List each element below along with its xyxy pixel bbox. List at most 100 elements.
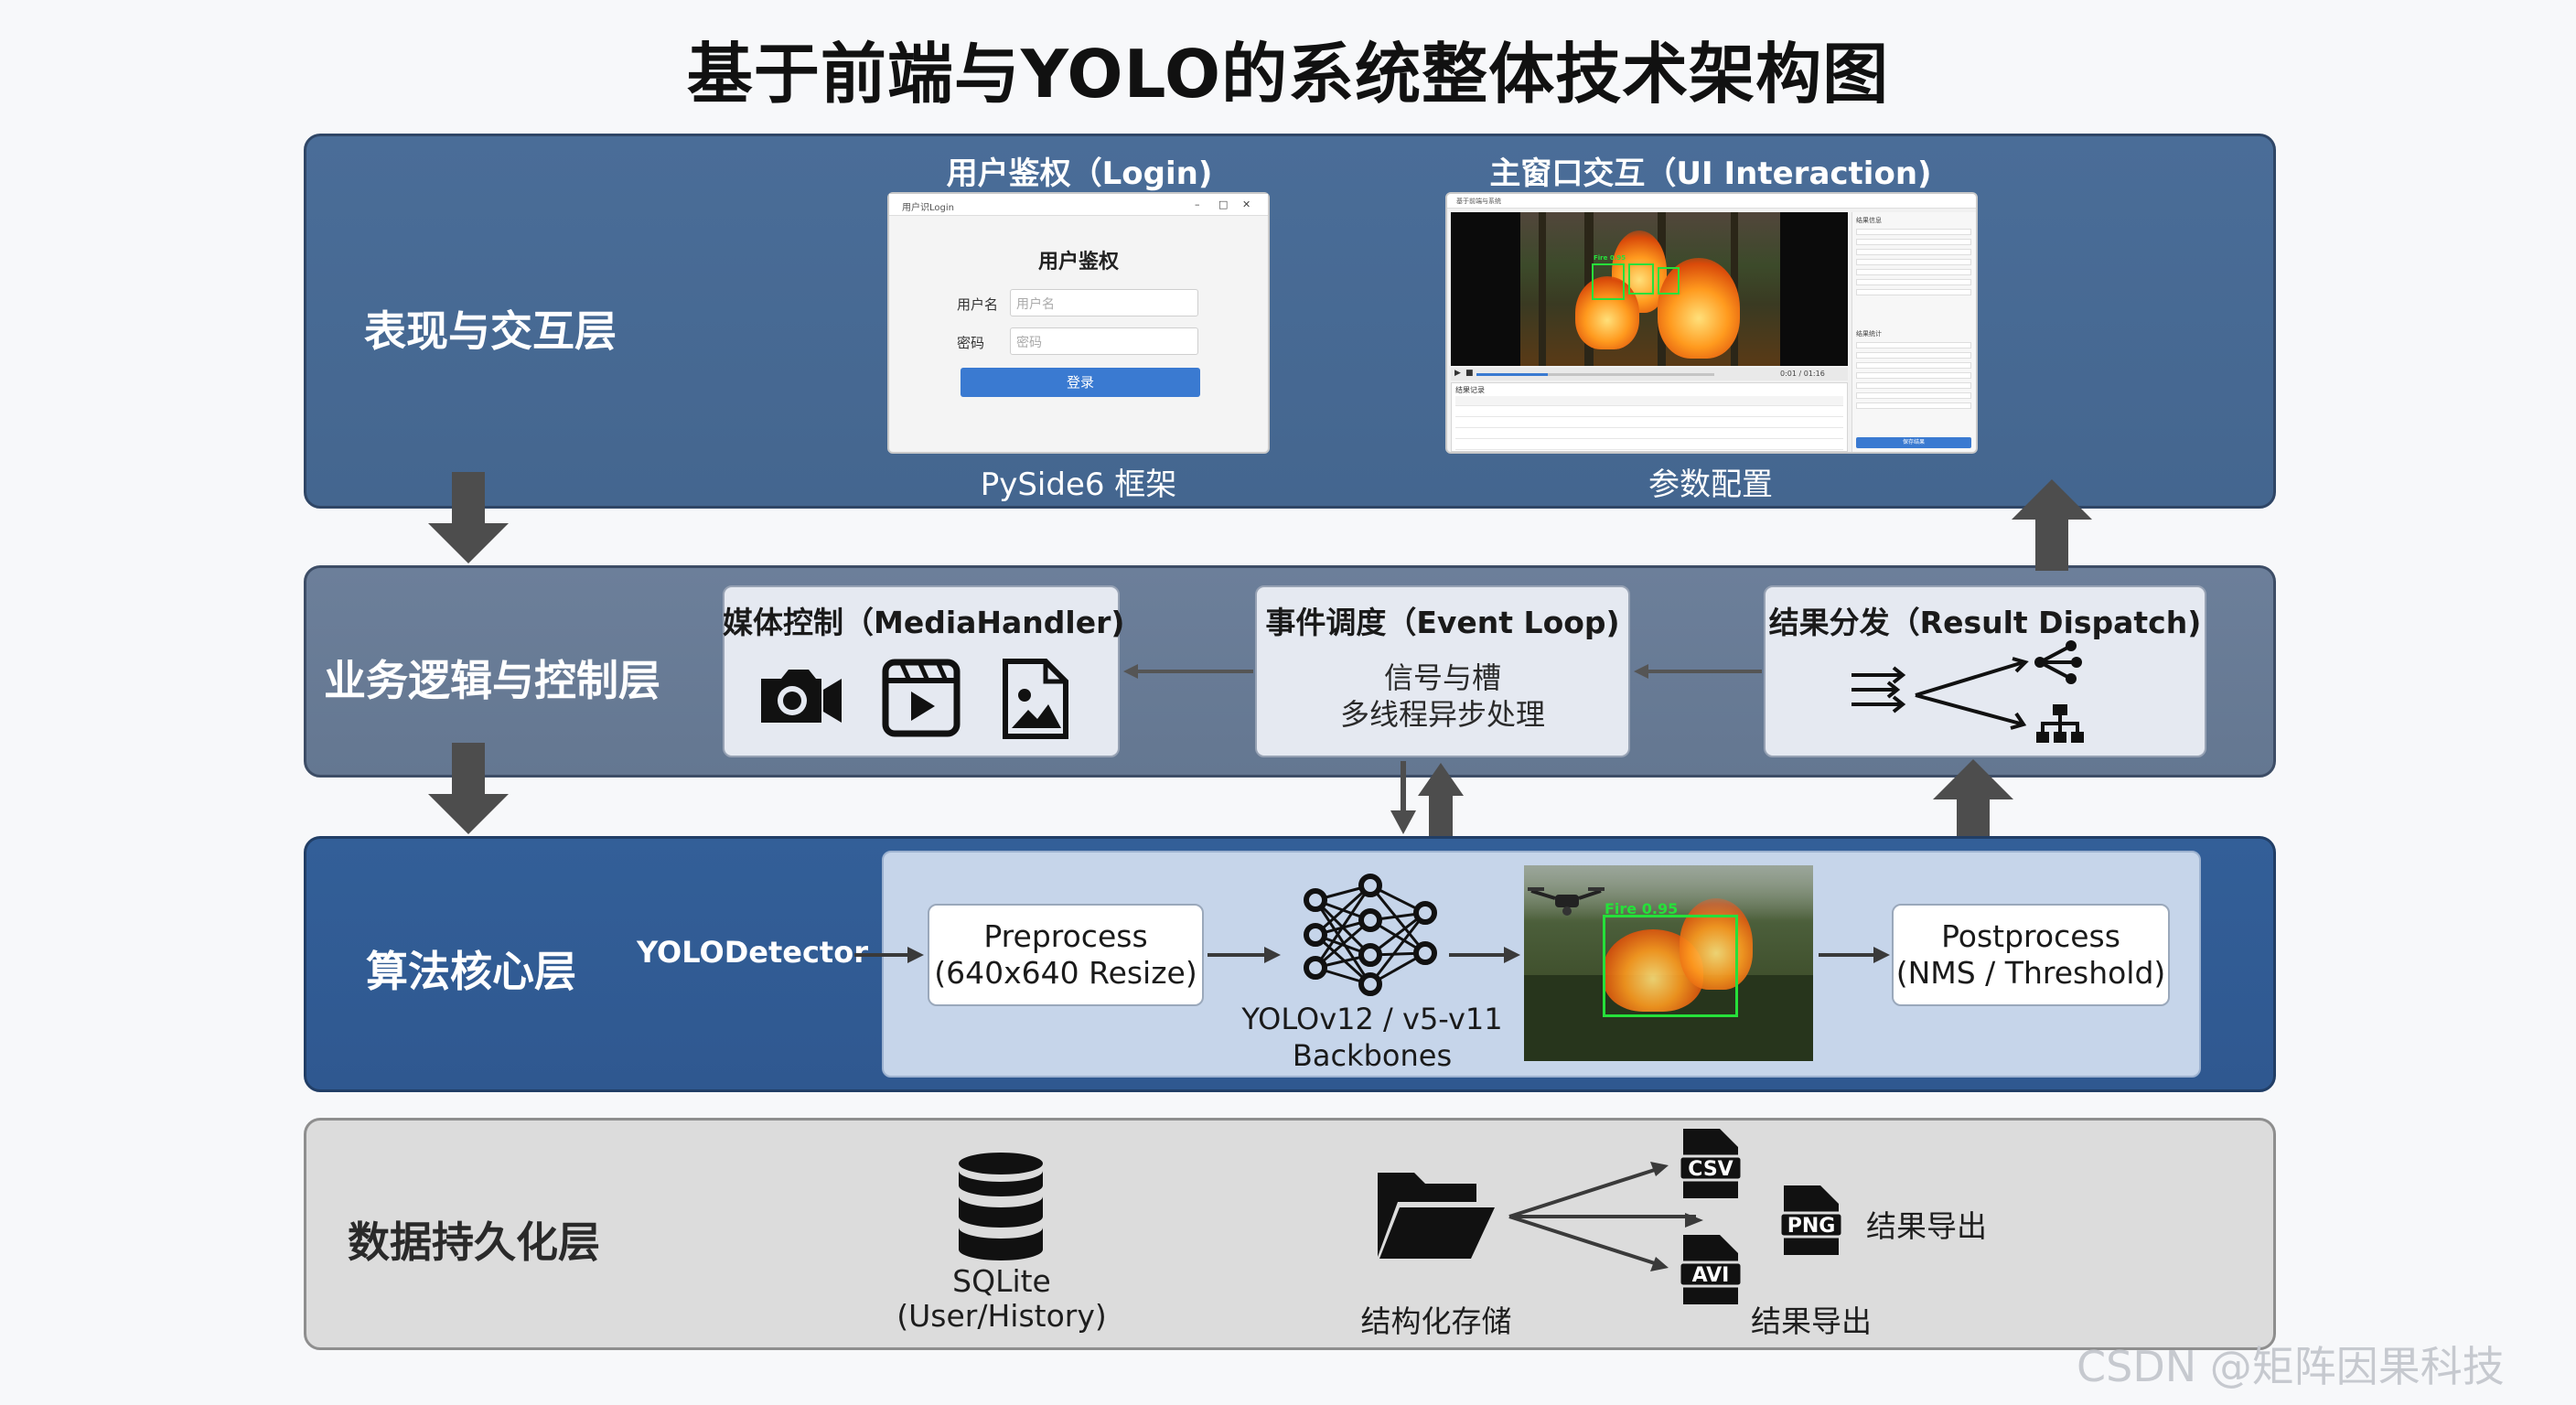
result-dispatch-box xyxy=(1764,585,2206,757)
folder-icon xyxy=(1378,1173,1495,1259)
save-results-button[interactable]: 保存结果 xyxy=(1856,437,1971,448)
side-info-panel: 结果信息 结果统计 保存结果 xyxy=(1852,212,1976,452)
backbone-line2: Backbones xyxy=(1292,1038,1453,1073)
close-icon[interactable]: ✕ xyxy=(1242,198,1251,210)
arrow-event-to-media xyxy=(1123,664,1253,679)
png-file-icon xyxy=(1778,1185,1844,1255)
preprocess-box: Preprocess (640x640 Resize) xyxy=(928,904,1204,1006)
postprocess-line1: Postprocess xyxy=(1941,918,2120,954)
arrow-backbone-to-image xyxy=(1449,947,1520,963)
login-heading: 用户鉴权 xyxy=(1037,251,1119,273)
table-row[interactable] xyxy=(1455,418,1843,428)
time-readout: 0:01 / 01:16 xyxy=(1780,370,1825,378)
page-title: 基于前端与YOLO的系统整体技术架构图 xyxy=(686,36,1890,113)
stat-row xyxy=(1856,372,1971,379)
video-controls: ▶ ■ 0:01 / 01:16 xyxy=(1451,368,1848,381)
password-label: 密码 xyxy=(957,335,985,351)
info-row xyxy=(1856,239,1971,245)
info-row xyxy=(1856,279,1971,285)
video-progress-fill xyxy=(1476,373,1548,376)
preprocess-line2: (640x640 Resize) xyxy=(934,955,1197,991)
result-table-panel: 结果记录 xyxy=(1451,382,1848,452)
event-loop-box xyxy=(1255,585,1630,757)
png-file-label: PNG xyxy=(1787,1215,1836,1238)
neural-network-icon xyxy=(1304,874,1437,996)
export-label-bottom: 结果导出 xyxy=(1751,1303,1872,1339)
arrow-algorithm-to-dispatch xyxy=(1933,759,2013,851)
csv-file-label: CSV xyxy=(1688,1158,1733,1181)
table-row[interactable] xyxy=(1455,440,1843,450)
yolo-detector-label: YOLODetector xyxy=(637,935,868,970)
info-row xyxy=(1856,269,1971,275)
username-label: 用户名 xyxy=(957,296,999,313)
drone-icon xyxy=(1528,887,1605,916)
sqlite-line1: SQLite xyxy=(952,1263,1051,1299)
arrow-event-algorithm-bidirectional xyxy=(1390,761,1464,836)
minimize-icon[interactable]: – xyxy=(1195,198,1200,210)
info-row xyxy=(1856,249,1971,255)
flame xyxy=(1658,258,1740,359)
media-handler-title: 媒体控制（MediaHandler) xyxy=(723,605,1125,640)
image-file-icon xyxy=(1003,659,1068,739)
result-table-title: 结果记录 xyxy=(1455,386,1485,394)
export-arrow-head-png xyxy=(1685,1213,1703,1228)
password-input[interactable]: 密码 xyxy=(1010,327,1198,355)
csv-file-icon xyxy=(1678,1129,1744,1198)
arrow-dispatch-to-event xyxy=(1634,664,1762,679)
avi-file-icon xyxy=(1678,1235,1744,1304)
stat-row xyxy=(1856,392,1971,399)
structured-storage-label: 结构化存储 xyxy=(1360,1303,1512,1339)
stat-row xyxy=(1856,352,1971,359)
watermark: CSDN @矩阵因果科技 xyxy=(2077,1342,2505,1391)
video-area: Fire 0.95 xyxy=(1451,212,1848,366)
export-label-right: 结果导出 xyxy=(1866,1208,1987,1244)
table-row[interactable] xyxy=(1455,429,1843,439)
postprocess-box: Postprocess (NMS / Threshold) xyxy=(1892,904,2170,1006)
detection-box xyxy=(1658,267,1680,295)
login-window: 用户识Login – □ ✕ 用户鉴权 用户名 用户名 密码 密码 登录 xyxy=(887,192,1270,454)
arrow-business-to-algorithm xyxy=(428,743,509,834)
data-layer-label: 数据持久化层 xyxy=(348,1217,600,1267)
maximize-icon[interactable]: □ xyxy=(1218,198,1229,210)
stop-icon[interactable]: ■ xyxy=(1465,369,1474,378)
video-play-icon xyxy=(882,659,961,737)
table-row[interactable] xyxy=(1455,407,1843,417)
main-window: 基于前端与系统 Fire 0.95 ▶ ■ 0:01 / 01:16 结果记录 xyxy=(1445,192,1978,454)
preprocess-line1: Preprocess xyxy=(983,918,1148,954)
play-icon[interactable]: ▶ xyxy=(1454,369,1461,378)
camera-icon xyxy=(761,670,842,723)
event-loop-line2: 多线程异步处理 xyxy=(1339,697,1545,732)
video-progress-bar[interactable] xyxy=(1476,373,1714,376)
arrow-presentation-to-business xyxy=(428,472,509,563)
forest-fire-image: Fire 0.95 xyxy=(1524,865,1813,1061)
data-layer xyxy=(304,1118,2276,1350)
tree-trunk xyxy=(1539,212,1546,366)
side-panel-title: 结果信息 xyxy=(1856,217,1882,224)
detection-box xyxy=(1628,263,1654,295)
main-footer-label: 参数配置 xyxy=(1648,467,1773,503)
backbone-label: YOLOv12 / v5-v11 Backbones xyxy=(1226,1001,1519,1074)
stat-row xyxy=(1856,362,1971,369)
fire-detection-box xyxy=(1603,915,1738,1017)
detection-label: Fire 0.95 xyxy=(1594,254,1626,262)
login-window-titlebar: 用户识Login xyxy=(889,194,1268,216)
result-dispatch-title: 结果分发（Result Dispatch) xyxy=(1768,605,2202,640)
login-caption: 用户鉴权（Login) xyxy=(946,156,1213,192)
stat-row xyxy=(1856,342,1971,349)
username-input[interactable]: 用户名 xyxy=(1010,289,1198,316)
stat-row xyxy=(1856,402,1971,409)
table-header-row xyxy=(1455,396,1843,406)
event-loop-line1: 信号与槽 xyxy=(1383,660,1501,695)
export-arrows xyxy=(1508,1162,1696,1271)
arrow-image-to-postprocess xyxy=(1819,947,1890,963)
backbone-line1: YOLOv12 / v5-v11 xyxy=(1241,1002,1503,1036)
presentation-layer-label: 表现与交互层 xyxy=(364,306,617,356)
info-row xyxy=(1856,229,1971,235)
info-row xyxy=(1856,259,1971,265)
dispatch-icon xyxy=(1852,640,2084,743)
arrow-preprocess-to-backbone xyxy=(1208,947,1281,963)
sqlite-label: SQLite (User/History) xyxy=(878,1264,1125,1334)
side-panel-subtitle: 结果统计 xyxy=(1856,330,1882,338)
login-button[interactable]: 登录 xyxy=(961,368,1200,397)
detection-box xyxy=(1592,263,1625,300)
